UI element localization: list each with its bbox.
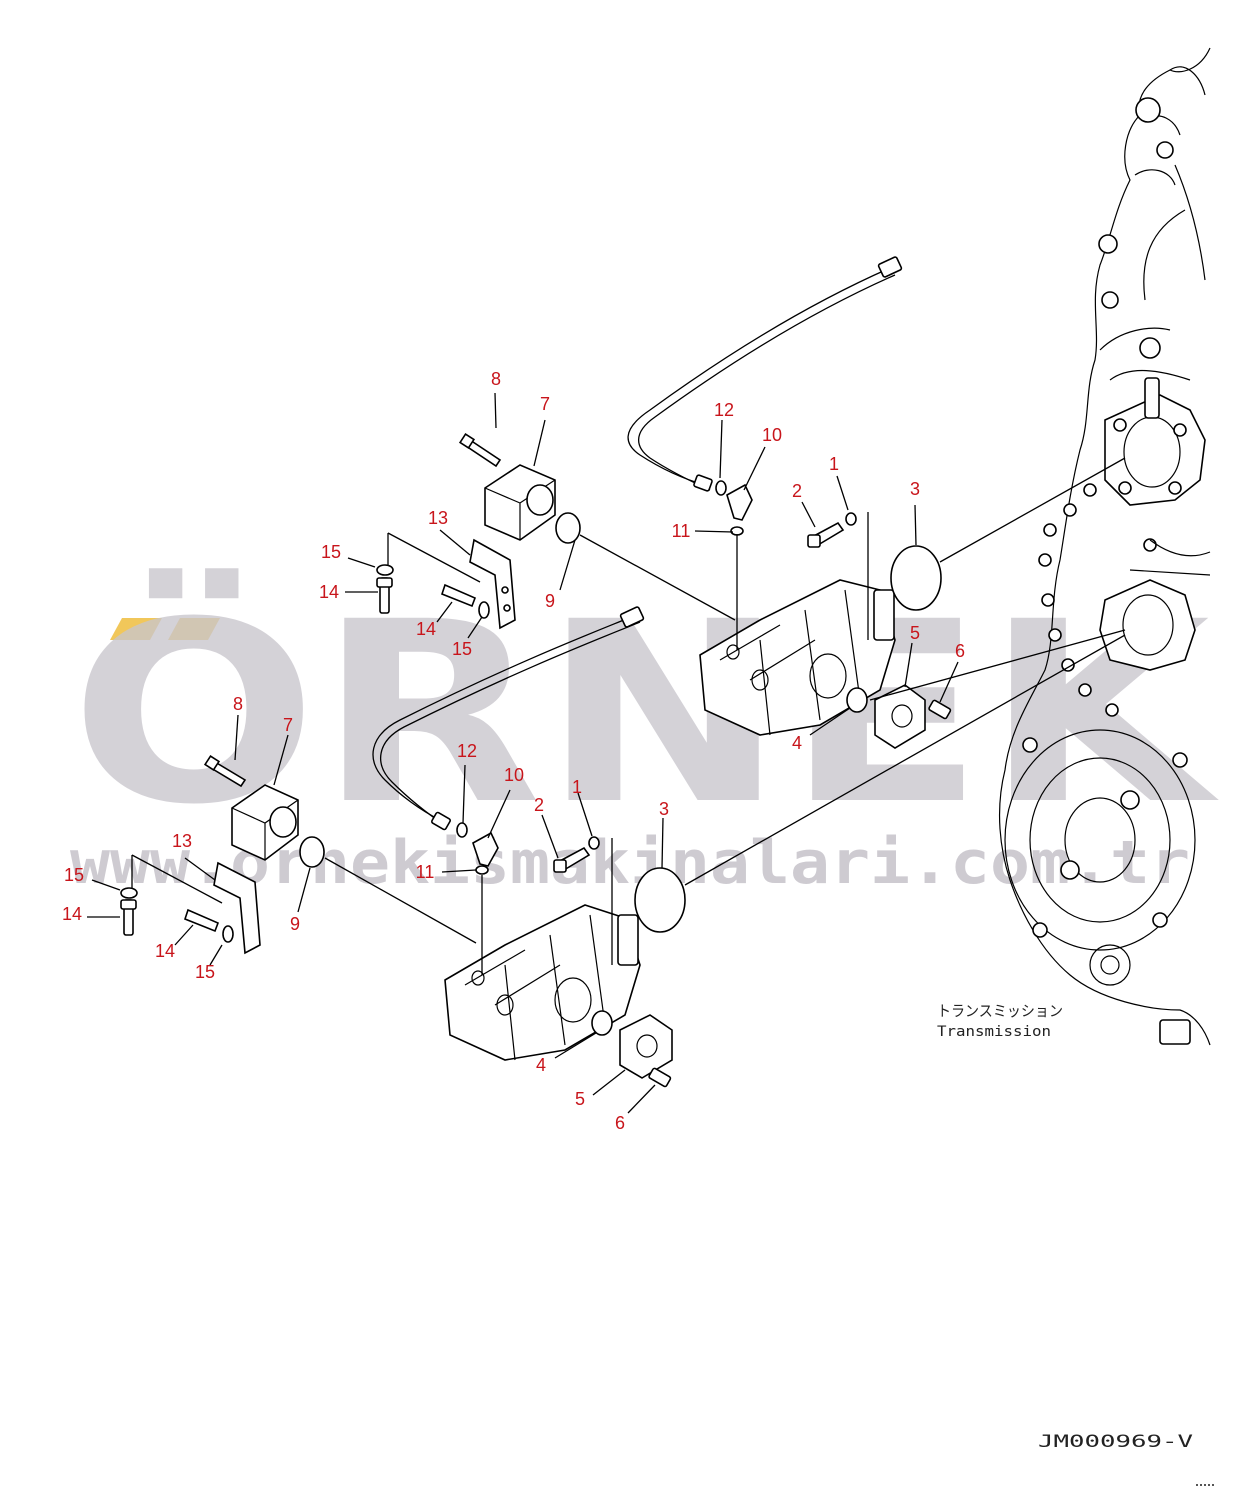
callouts-bottom: 8 7 13 15 14 14 15 9 12 10 11 2 1 3 4 5 …	[62, 694, 669, 1133]
callout-4: 4	[792, 733, 802, 753]
callout-2: 2	[792, 481, 802, 501]
o-ring-top-4	[846, 687, 868, 713]
pump-top	[699, 579, 896, 736]
o-ring-bottom-4	[591, 1010, 613, 1036]
corner-mark	[1196, 1484, 1214, 1488]
callout-15: 15	[452, 639, 472, 659]
callouts-top: 8 7 13 15 14 14 15 9 12 10 11 2 1 3 5 6 …	[319, 369, 965, 753]
hose-top	[627, 267, 891, 486]
callout-11: 11	[416, 862, 435, 882]
callout-12: 12	[714, 400, 734, 420]
flange-bottom	[231, 784, 299, 861]
watermark-accent-left	[110, 618, 162, 640]
callout-10: 10	[504, 765, 524, 785]
callout-7: 7	[283, 715, 293, 735]
callout-4: 4	[536, 1055, 546, 1075]
callout-3: 3	[910, 479, 920, 499]
o-ring-top-9	[555, 512, 581, 544]
callout-15: 15	[64, 865, 84, 885]
callout-14: 14	[416, 619, 436, 639]
bracket-bottom	[213, 861, 261, 955]
transmission-label-en: Transmission	[937, 1024, 1051, 1040]
callout-9: 9	[290, 914, 300, 934]
transmission-label-jp: トランスミッション	[937, 1002, 1063, 1020]
o-ring-bottom-9	[299, 836, 325, 868]
callout-3: 3	[659, 799, 669, 819]
callout-1: 1	[572, 777, 582, 797]
callout-9: 9	[545, 591, 555, 611]
callout-14: 14	[155, 941, 175, 961]
callout-15: 15	[321, 542, 341, 562]
callout-2: 2	[534, 795, 544, 815]
callout-6: 6	[955, 641, 965, 661]
callout-13: 13	[172, 831, 192, 851]
drawing-code: JM000969-V	[1038, 1432, 1193, 1452]
callout-6: 6	[615, 1113, 625, 1133]
callout-12: 12	[457, 741, 477, 761]
transmission-housing	[998, 47, 1211, 1046]
o-ring-bottom-3	[634, 867, 686, 933]
callout-8: 8	[491, 369, 501, 389]
bracket-top	[469, 538, 516, 630]
callout-5: 5	[575, 1089, 585, 1109]
assembly-bottom	[120, 606, 1126, 1088]
callout-1: 1	[829, 454, 839, 474]
callout-15: 15	[195, 962, 215, 982]
bolt-top-8	[458, 432, 502, 468]
hose-bottom	[372, 614, 637, 821]
callout-10: 10	[762, 425, 782, 445]
watermark-accent-right	[168, 618, 220, 640]
flange-top	[484, 464, 556, 541]
o-ring-top-3	[890, 545, 942, 611]
callout-11: 11	[672, 521, 691, 541]
callout-5: 5	[910, 623, 920, 643]
callout-7: 7	[540, 394, 550, 414]
callout-13: 13	[428, 508, 448, 528]
assembly-top	[376, 256, 1126, 749]
pump-bottom	[444, 904, 641, 1061]
callout-8: 8	[233, 694, 243, 714]
callout-leaders	[87, 392, 959, 1114]
callout-14: 14	[319, 582, 339, 602]
callout-14: 14	[62, 904, 82, 924]
